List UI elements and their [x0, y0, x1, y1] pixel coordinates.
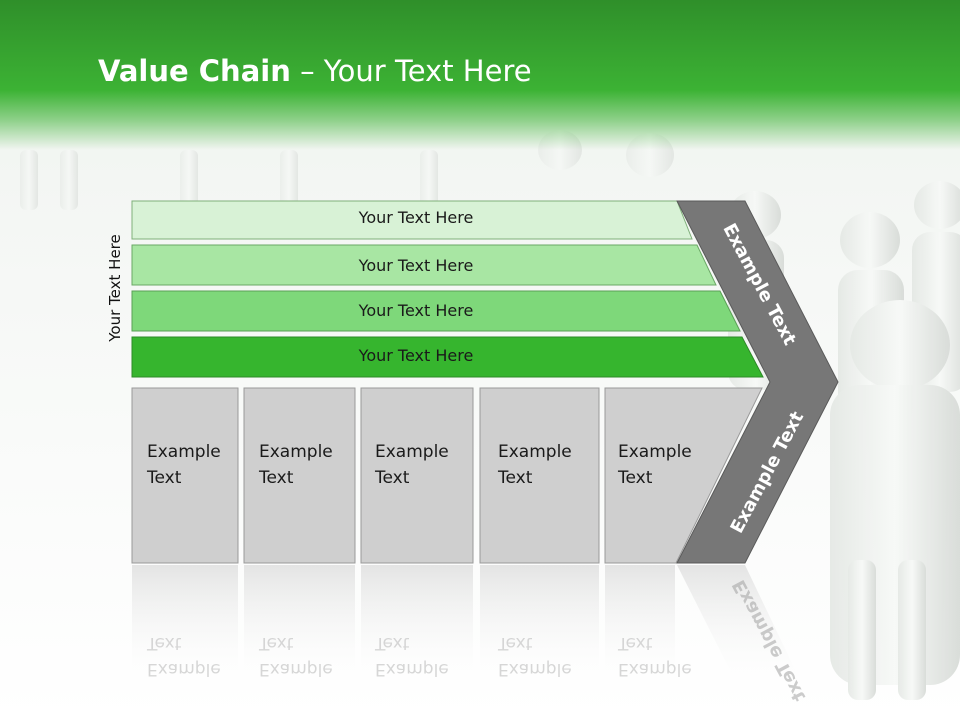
box-reflection-4: Example Text	[498, 633, 572, 679]
bar-shape-1[interactable]	[131, 200, 693, 240]
bar-label-1: Your Text Here	[358, 208, 474, 227]
bar-label-4: Your Text Here	[358, 346, 474, 365]
box-shape-5[interactable]	[604, 387, 763, 564]
box-reflection-3: Example Text	[375, 633, 449, 679]
chevron-shape[interactable]	[676, 200, 839, 564]
box-reflection-2: Example Text	[259, 633, 333, 679]
bar-shape-4[interactable]	[131, 336, 764, 378]
box-label-5: Example Text	[618, 442, 692, 488]
box-label-1: Example Text	[147, 442, 221, 488]
box-shape-3[interactable]	[360, 387, 474, 564]
title-rest: – Your Text Here	[290, 54, 532, 88]
bar-shape-3[interactable]	[131, 290, 741, 332]
box-reflection-5: Example Text	[618, 633, 692, 679]
reflection	[132, 565, 800, 690]
bar-label-2: Your Text Here	[358, 256, 474, 275]
title-banner	[0, 0, 960, 150]
bar-shape-2[interactable]	[131, 244, 717, 286]
box-shape-2[interactable]	[243, 387, 356, 564]
side-label: Your Text Here	[106, 234, 124, 342]
bar-label-3: Your Text Here	[358, 301, 474, 320]
box-shape-4[interactable]	[479, 387, 600, 564]
box-reflection-1: Example Text	[147, 633, 221, 679]
box-label-4: Example Text	[498, 442, 572, 488]
box-shape-1[interactable]	[131, 387, 239, 564]
slide-title: Value Chain – Your Text Here	[98, 54, 532, 88]
box-label-3: Example Text	[375, 442, 449, 488]
box-label-2: Example Text	[259, 442, 333, 488]
title-bold: Value Chain	[98, 54, 291, 88]
